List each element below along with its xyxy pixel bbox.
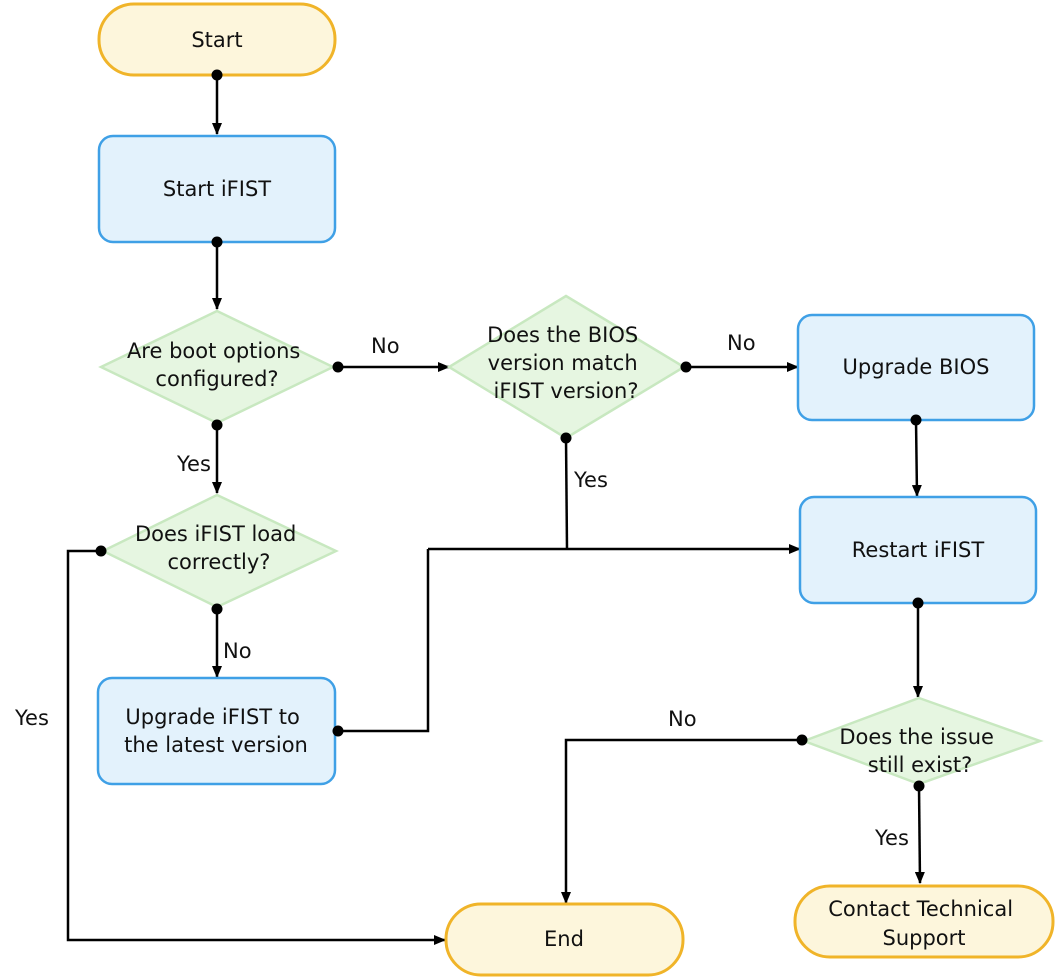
upgrade-ifist-label-line2: the latest version (124, 733, 308, 757)
svg-text:Does the issue still exi: Does the issue still exist? (839, 725, 1000, 777)
svg-text:Start iFIST: Start iFIST (163, 177, 271, 201)
node-contact-support: Contact Technical Support (793, 884, 1055, 959)
svg-text:Upgrade BIOS: Upgrade BIOS (843, 355, 990, 379)
boot-options-label-line2: configured? (155, 367, 278, 391)
end-label: End (544, 927, 584, 951)
edge-bios-match-yes (564, 437, 569, 550)
dot-ifist-load-bottom (211, 603, 223, 615)
dot-bios-match-bottom (560, 432, 572, 444)
edge-label-issue-yes: Yes (874, 826, 909, 850)
contact-support-shape (793, 884, 1055, 959)
node-restart-ifist: Restart iFIST (798, 495, 1038, 605)
edge-label-bios-yes: Yes (573, 468, 608, 492)
issue-exist-label-line1: Does the issue (839, 725, 994, 749)
edge-ifist-load-yes (66, 549, 446, 945)
svg-text:Are boot options configu: Are boot options configured? (127, 339, 307, 391)
dot-issue-exist-bottom (913, 780, 925, 792)
end-shape (444, 902, 685, 977)
node-upgrade-ifist: Upgrade iFIST to the latest version (96, 676, 337, 786)
svg-text:Does the BIOS version ma: Does the BIOS version match iFIST versio… (487, 323, 645, 403)
dot-start-bottom (211, 69, 223, 81)
edge-label-bios-no: No (727, 331, 756, 355)
node-end: End (444, 902, 685, 977)
contact-support-label-line1: Contact Technical (828, 897, 1013, 921)
dot-bios-match-right (680, 361, 692, 373)
edge-label-issue-no: No (668, 707, 697, 731)
dot-ifist-load-left (95, 545, 107, 557)
ifist-load-label-line2: correctly? (168, 550, 271, 574)
edge-issue-no (561, 738, 802, 904)
dot-upgrade-ifist-right (332, 725, 344, 737)
node-bios-match: Does the BIOS version match iFIST versio… (446, 294, 687, 440)
edge-upgrade-bios-to-restart (911, 419, 922, 497)
dot-boot-options-right (332, 361, 344, 373)
dot-issue-exist-left (796, 734, 808, 746)
dot-start-ifist-bottom (211, 236, 223, 248)
dot-restart-ifist-bottom (912, 597, 924, 609)
node-boot-options: Are boot options configured? (98, 309, 336, 425)
start-label: Start (191, 28, 242, 52)
svg-text:Upgrade iFIST to the lat: Upgrade iFIST to the latest version (124, 705, 308, 757)
edge-label-boot-no: No (371, 334, 400, 358)
node-start: Start (97, 2, 337, 77)
dot-boot-options-bottom (211, 419, 223, 431)
upgrade-ifist-shape (96, 676, 337, 786)
node-upgrade-bios: Upgrade BIOS (796, 313, 1036, 422)
connectors (66, 75, 925, 945)
svg-text:Contact Technical Suppor: Contact Technical Support (828, 897, 1020, 950)
upgrade-bios-label: Upgrade BIOS (843, 355, 990, 379)
ifist-load-label-line1: Does iFIST load (135, 522, 296, 546)
bios-match-label-line3: iFIST version? (493, 379, 638, 403)
svg-text:End: End (544, 927, 584, 951)
connector-dots (95, 69, 925, 792)
contact-support-label-line2: Support (882, 926, 965, 950)
dot-upgrade-bios-bottom (910, 414, 922, 426)
edge-issue-yes (914, 785, 925, 884)
boot-options-label-line1: Are boot options (127, 339, 300, 363)
node-start-ifist: Start iFIST (97, 134, 337, 244)
node-ifist-load: Does iFIST load correctly? (100, 493, 339, 609)
restart-ifist-label: Restart iFIST (852, 538, 985, 562)
upgrade-ifist-label-line1: Upgrade iFIST to (125, 705, 299, 729)
edge-label-load-yes: Yes (14, 706, 49, 730)
issue-exist-label-line2: still exist? (868, 753, 973, 777)
svg-text:Start: Start (191, 28, 242, 52)
node-issue-exist: Does the issue still exist? (800, 696, 1044, 786)
edge-label-boot-yes: Yes (176, 452, 211, 476)
bios-match-label-line2: version match (488, 351, 638, 375)
svg-text:Does iFIST load correctl: Does iFIST load correctly? (135, 522, 303, 574)
start-ifist-label: Start iFIST (163, 177, 271, 201)
svg-text:Restart iFIST: Restart iFIST (852, 538, 985, 562)
edge-upgrade-ifist-to-restart (338, 549, 430, 733)
bios-match-label-line1: Does the BIOS (487, 323, 638, 347)
edge-label-load-no: No (223, 639, 252, 663)
edge-labels: No No Yes Yes No Yes No Yes (14, 331, 909, 850)
